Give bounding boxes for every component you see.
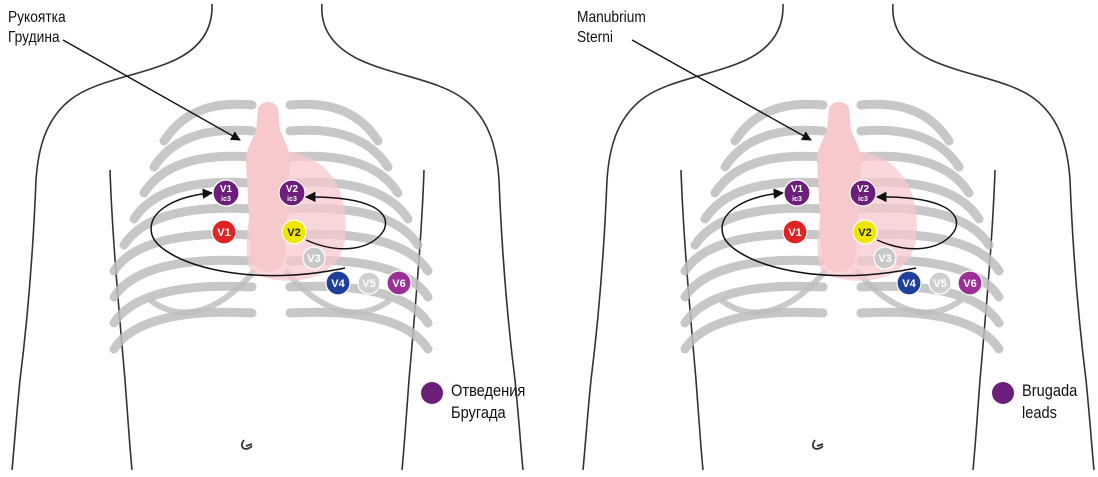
electrode-v4: V4	[897, 271, 921, 295]
electrode-label: V1	[788, 227, 801, 239]
electrode-v5: V5	[929, 272, 951, 294]
manubrium-label: Рукоятка Грудина	[8, 8, 66, 48]
manubrium-pointer-arrow	[63, 40, 240, 140]
electrode-label: V3	[307, 253, 320, 265]
electrode-label: V1	[220, 184, 233, 195]
electrode-label: V3	[878, 253, 891, 265]
navel	[813, 440, 823, 449]
manubrium-label-line-1: Manubrium	[577, 8, 646, 28]
electrode-sublabel: ic3	[287, 196, 297, 203]
electrode-label: V2	[286, 184, 299, 195]
brugada-legend-dot	[992, 382, 1014, 404]
electrode-label: V2	[858, 227, 871, 239]
electrode-v2: V2	[282, 220, 306, 244]
brugada-legend-line-1: Отведения	[451, 380, 525, 402]
navel	[242, 440, 252, 449]
electrode-v4: V4	[326, 271, 350, 295]
electrode-label: V1	[217, 227, 230, 239]
manubrium-label-line-2: Sterni	[577, 28, 646, 48]
electrode-sublabel: ic3	[221, 196, 231, 203]
electrode-v2: V2	[853, 220, 877, 244]
brugada-legend-line-1: Brugada	[1022, 380, 1077, 402]
electrode-label: V1	[791, 184, 804, 195]
manubrium-label-line-2: Грудина	[8, 28, 66, 48]
electrode-v3: V3	[303, 247, 325, 269]
brugada-legend-label: Отведения Бругада	[451, 380, 525, 424]
brugada-legend-line-2: leads	[1022, 402, 1077, 424]
electrode-v5: V5	[358, 272, 380, 294]
manubrium-label-line-1: Рукоятка	[8, 8, 66, 28]
electrode-label: V4	[331, 278, 345, 290]
brugada-legend-line-2: Бругада	[451, 402, 525, 424]
electrode-v3: V3	[874, 247, 896, 269]
brugada-legend-label: Brugada leads	[1022, 380, 1077, 424]
electrode-label: V5	[933, 278, 946, 290]
electrode-label: V6	[392, 278, 405, 290]
electrode-sublabel: ic3	[792, 196, 802, 203]
manubrium-label: Manubrium Sterni	[577, 8, 646, 48]
electrode-v6: V6	[387, 271, 411, 295]
electrode-label: V5	[362, 278, 375, 290]
electrode-v1: V1	[783, 220, 807, 244]
electrode-label: V2	[287, 227, 300, 239]
electrode-v1: V1	[212, 220, 236, 244]
electrode-label: V4	[902, 278, 916, 290]
electrode-v6: V6	[958, 271, 982, 295]
electrode-label: V2	[857, 184, 870, 195]
electrode-label: V6	[963, 278, 976, 290]
brugada-legend-dot	[421, 382, 443, 404]
electrode-sublabel: ic3	[858, 196, 868, 203]
